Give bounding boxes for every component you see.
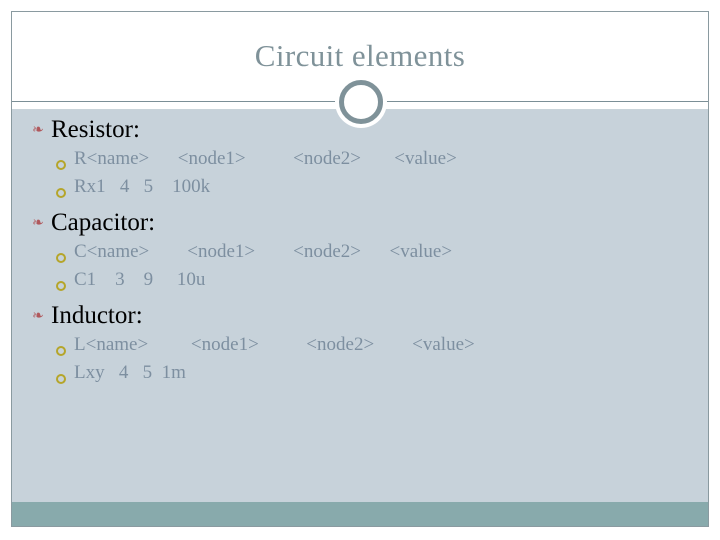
fleuron-bullet-icon: ❧ bbox=[32, 308, 44, 324]
list-item-label: R<name> <node1> <node2> <value> bbox=[74, 148, 457, 169]
list-item: Rx1 4 5 100k bbox=[12, 175, 708, 203]
section-heading-inductor: ❧ Inductor: bbox=[12, 302, 708, 332]
list-item-label: Rx1 4 5 100k bbox=[74, 176, 211, 197]
section-heading-label: Inductor: bbox=[51, 302, 143, 329]
slide-canvas: Circuit elements ❧ Resistor: R<name> <no… bbox=[11, 11, 709, 527]
list-item-label: C<name> <node1> <node2> <value> bbox=[74, 241, 453, 262]
fleuron-bullet-icon: ❧ bbox=[32, 215, 44, 231]
fleuron-bullet-icon: ❧ bbox=[32, 122, 44, 138]
section-heading-capacitor: ❧ Capacitor: bbox=[12, 209, 708, 239]
content-group-capacitor: ❧ Capacitor: C<name> <node1> <node2> <va… bbox=[12, 209, 708, 296]
list-item: Lxy 4 5 1m bbox=[12, 361, 708, 389]
content-group-resistor: ❧ Resistor: R<name> <node1> <node2> <val… bbox=[12, 116, 708, 203]
list-item: C1 3 9 10u bbox=[12, 268, 708, 296]
section-heading-label: Capacitor: bbox=[51, 209, 156, 236]
content-group-inductor: ❧ Inductor: L<name> <node1> <node2> <val… bbox=[12, 302, 708, 389]
list-item: C<name> <node1> <node2> <value> bbox=[12, 240, 708, 268]
list-item-label: C1 3 9 10u bbox=[74, 269, 206, 290]
slide-body-area: ❧ Resistor: R<name> <node1> <node2> <val… bbox=[12, 110, 708, 504]
ring-ornament-icon bbox=[339, 80, 383, 124]
list-item-label: Lxy 4 5 1m bbox=[74, 362, 186, 383]
list-item-label: L<name> <node1> <node2> <value> bbox=[74, 334, 475, 355]
content-list: ❧ Resistor: R<name> <node1> <node2> <val… bbox=[12, 110, 708, 389]
footer-accent-bar bbox=[12, 502, 708, 526]
section-heading-label: Resistor: bbox=[51, 116, 140, 143]
list-item: L<name> <node1> <node2> <value> bbox=[12, 333, 708, 361]
list-item: R<name> <node1> <node2> <value> bbox=[12, 147, 708, 175]
page-title: Circuit elements bbox=[254, 38, 466, 73]
section-heading-resistor: ❧ Resistor: bbox=[12, 116, 708, 146]
